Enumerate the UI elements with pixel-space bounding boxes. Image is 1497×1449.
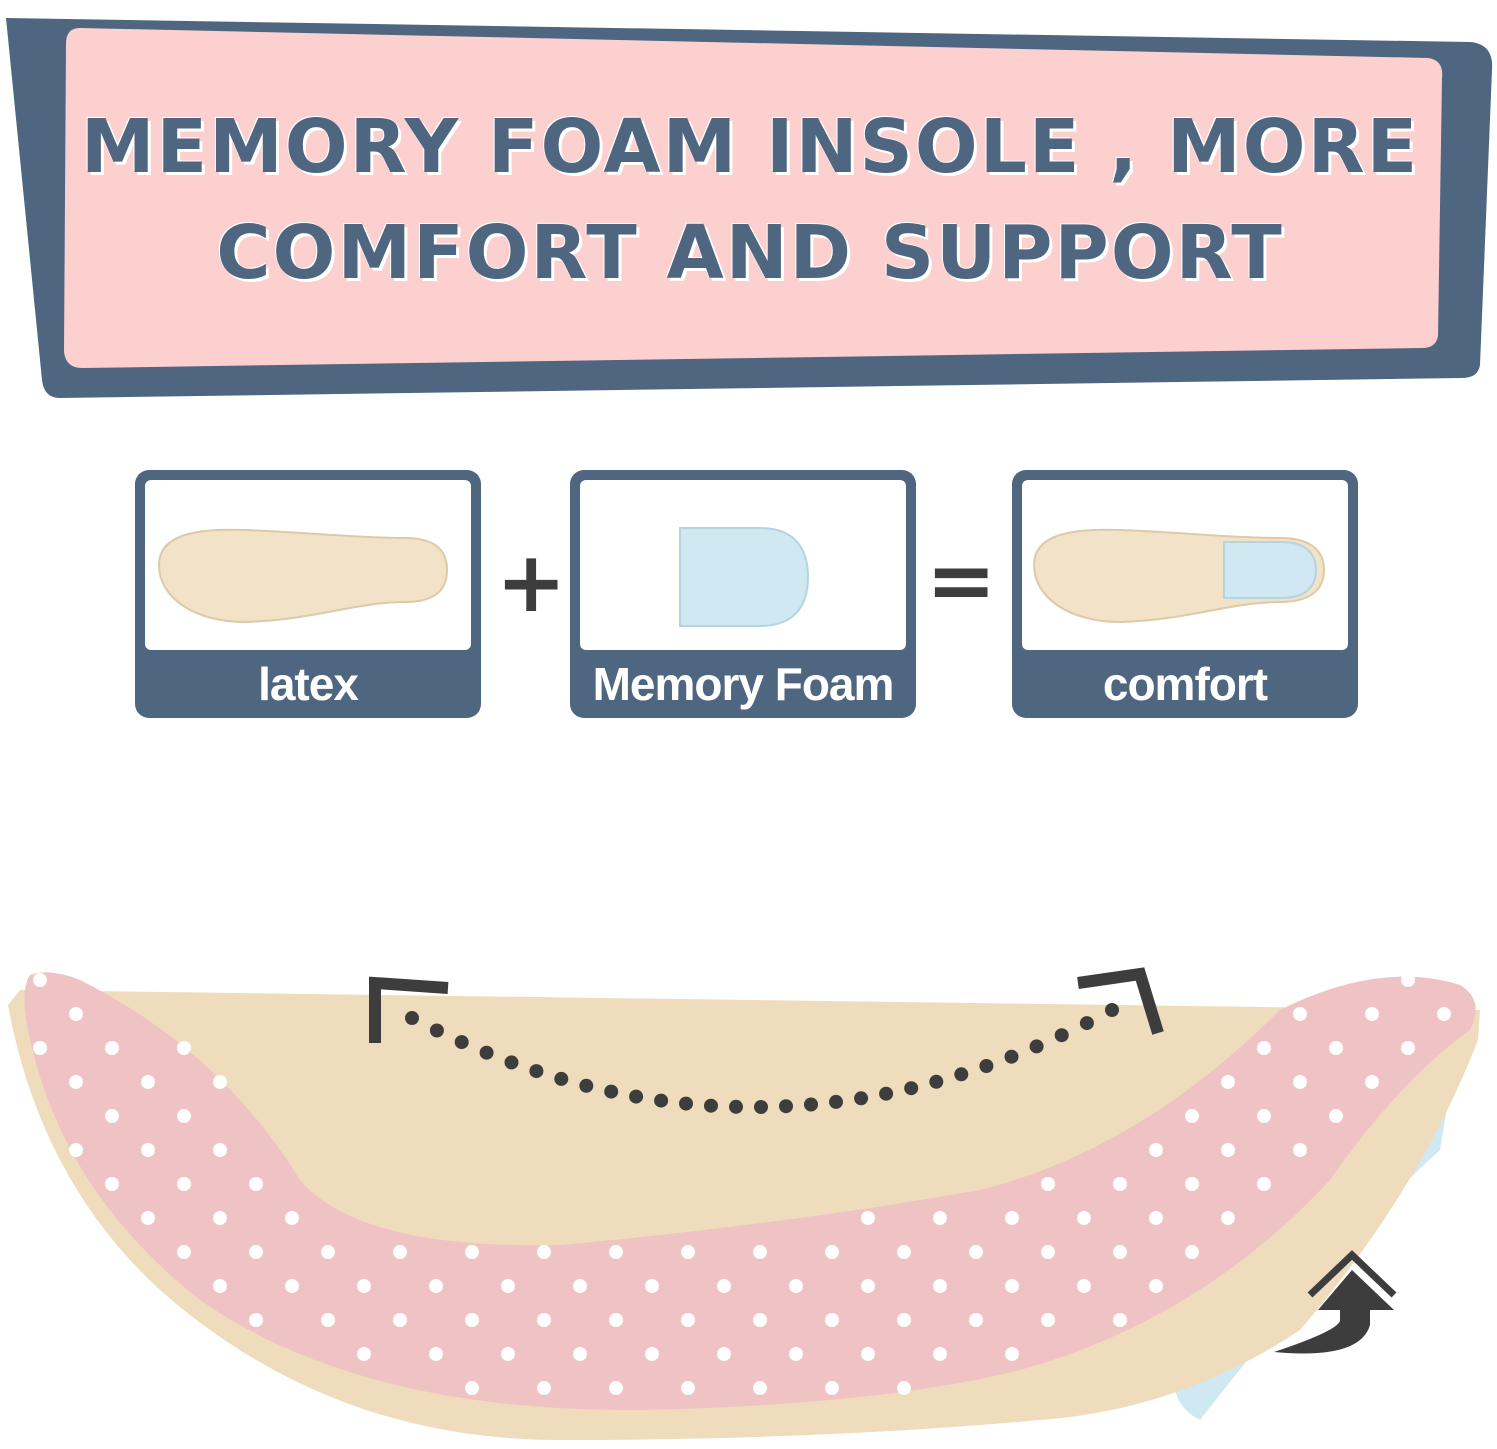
memory-foam-pad-icon <box>679 527 810 627</box>
curved-up-arrow-icon <box>1274 1270 1394 1354</box>
latex-label: latex <box>258 658 359 710</box>
polka-dots <box>33 973 1451 1395</box>
comfort-label: comfort <box>1102 658 1268 710</box>
plus-sign: + <box>496 533 567 631</box>
latex-insole-icon <box>157 528 449 624</box>
equals-sign: = <box>926 531 997 629</box>
comfort-insole-icon <box>1032 528 1326 624</box>
flex-arrow-icon <box>369 967 1164 1114</box>
banner-frame <box>6 18 1493 398</box>
comfort-card: comfort <box>1012 470 1358 718</box>
headline-line-1: MEMORY FOAM INSOLE , MORE <box>80 104 1420 190</box>
curved-insole-illustration <box>8 967 1480 1440</box>
memory-foam-card: Memory Foam <box>570 470 916 718</box>
double-chevron-up-icon <box>1307 1250 1397 1298</box>
latex-card: latex <box>135 470 481 718</box>
memory-foam-label: Memory Foam <box>592 658 895 710</box>
headline-line-2: COMFORT AND SUPPORT <box>216 210 1284 296</box>
